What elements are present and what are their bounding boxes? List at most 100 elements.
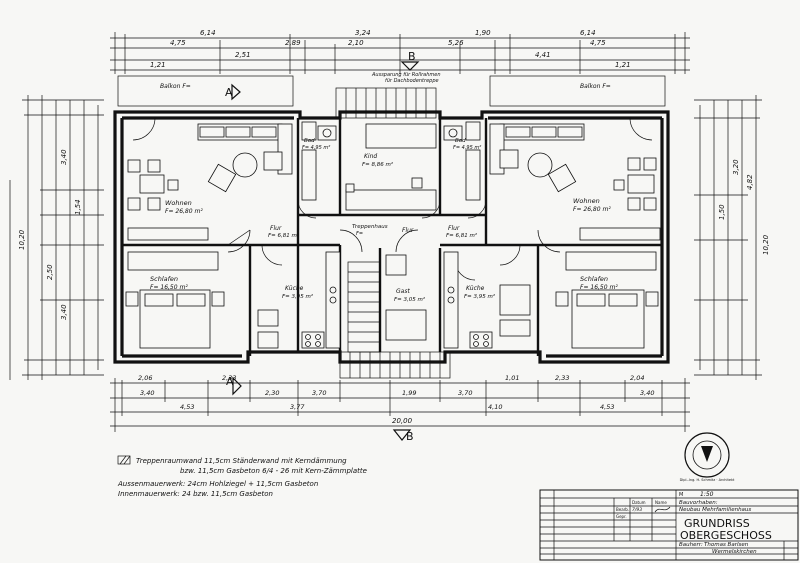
- door-swings: [132, 117, 653, 281]
- stair-top-note1: Aussparung für Rollrahmen: [371, 72, 440, 78]
- dim-top-row2-b: 2,89: [285, 39, 301, 47]
- dim-left-d: 2,50: [46, 264, 54, 280]
- room-wohnen-right-area: F= 26,80 m²: [573, 206, 611, 213]
- dim-bot-row2-d: 1,99: [402, 389, 416, 397]
- balcony-right-label: Balkon F=: [580, 83, 611, 90]
- room-kueche-right-name: Küche: [466, 285, 485, 292]
- dim-bot-row3-d: 4,53: [600, 403, 614, 411]
- section-a-top: A: [225, 86, 233, 99]
- section-a-bottom: A: [226, 375, 234, 388]
- right-dimension-chains: 3,20 4,82 1,50 10,20: [694, 95, 770, 380]
- dim-left-total: 10,20: [18, 229, 26, 250]
- bottom-dimension-chains: 2,06 2,33 1,01 2,33 2,04 3,40 2,30 3,70 …: [110, 374, 690, 432]
- dim-bot-row1-a: 2,06: [138, 374, 152, 382]
- construction-notes: Treppenraumwand 11,5cm Ständerwand mit K…: [117, 455, 367, 498]
- room-kueche-right-area: F= 3,95 m²: [464, 293, 496, 300]
- room-schlafen-right-name: Schlafen: [580, 275, 608, 283]
- room-kueche-left-area: F= 3,95 m²: [282, 293, 314, 300]
- room-labels: Wohnen F= 26,80 m² Wohnen F= 26,80 m² Sc…: [150, 138, 618, 303]
- dim-bot-row3-b: 3,77: [290, 403, 305, 411]
- note-line2: bzw. 11,5cm Gasbeton 6/4 - 26 mit Kern-Z…: [180, 467, 367, 475]
- wall-unit-left: [127, 227, 209, 241]
- outer-walls: [113, 110, 670, 364]
- dim-bot-row1-c: 1,01: [505, 374, 519, 382]
- dim-top-row3-d: 1,21: [615, 61, 631, 69]
- dim-top-row3-b: 2,51: [235, 51, 251, 59]
- dim-top-mid1: 3,24: [355, 29, 371, 37]
- scale-label: M: [679, 492, 683, 498]
- balcony-right: [489, 75, 666, 107]
- dim-bot-row3-a: 4,53: [180, 403, 194, 411]
- room-kind-name: Kind: [364, 153, 377, 160]
- title-line2: OBERGESCHOSS: [680, 529, 772, 542]
- room-flur-left-name: Flur: [270, 225, 282, 232]
- room-wohnen-right-name: Wohnen: [573, 197, 600, 205]
- furniture-left: [125, 121, 341, 349]
- dim-top-mid2: 1,90: [475, 29, 491, 37]
- room-flur-right-area: F= 6,81 m²: [446, 232, 478, 239]
- dim-right-b: 4,82: [746, 174, 754, 190]
- signature-mark: [654, 506, 671, 513]
- coffee-table-left: [232, 152, 258, 178]
- table-header-name: Name: [655, 500, 667, 505]
- note-line4: Innenmauerwerk: 24 bzw. 11,5cm Gasbeton: [118, 490, 273, 498]
- section-b-bottom: B: [406, 430, 414, 443]
- dining-table-left: [139, 174, 165, 194]
- dim-left-a: 3,40: [60, 149, 68, 165]
- balcony-left: [117, 75, 294, 107]
- room-gast-area: F= 3,05 m²: [394, 296, 426, 303]
- desk-kind: [365, 123, 437, 149]
- room-bad-right-area: F= 4,95 m²: [453, 145, 481, 151]
- room-schlafen-left-area: F= 16,50 m²: [150, 284, 188, 291]
- section-a-bottom-arrow: [232, 376, 242, 396]
- top-dimension-chains: 6,14 3,24 1,90 6,14 4,75 2,89 2,10 5,26 …: [110, 29, 690, 74]
- room-schlafen-right-area: F= 16,50 m²: [580, 284, 618, 291]
- project-label: Bauvorhaben:: [679, 500, 718, 506]
- balconies: Balkon F= Balkon F=: [117, 75, 666, 107]
- bathtub-left: [301, 149, 317, 201]
- dim-top-row2-e: 4,75: [590, 39, 606, 47]
- room-treppenhaus-name: Treppenhaus: [352, 224, 388, 230]
- room-treppenhaus-area: F=: [356, 231, 363, 237]
- section-b-top-arrow: [400, 61, 420, 71]
- title-block: M 1:50 Bauvorhaben: Neubau Mehrfamilienh…: [539, 489, 799, 561]
- gast-bed: [385, 309, 427, 341]
- dim-bot-row2-e: 3,70: [458, 389, 472, 397]
- hatch-legend-box: [117, 455, 131, 465]
- dim-bot-row2-b: 2,30: [265, 389, 279, 397]
- dim-bot-row1-d: 2,33: [555, 374, 569, 382]
- room-wohnen-left-name: Wohnen: [165, 199, 192, 207]
- dining-table-right: [627, 174, 655, 194]
- dim-top-row3-a: 1,21: [150, 61, 166, 69]
- room-schlafen-left-name: Schlafen: [150, 275, 178, 283]
- dim-top-row2-a: 4,75: [170, 39, 186, 47]
- table-date-value: 7/93: [632, 507, 642, 513]
- dim-bot-row1-b: 2,33: [222, 374, 236, 382]
- furniture-center: [345, 123, 437, 341]
- room-kueche-left-name: Küche: [285, 285, 304, 292]
- location-value: Wermelskirchen: [712, 549, 757, 555]
- owner-value: Thomas Barlsen: [704, 542, 749, 548]
- stamp-text: Dipl.-Ing. H. Schmitz · Architekt: [680, 478, 735, 482]
- staircase: Aussparung für Rollrahmen für Dachbodent…: [335, 72, 451, 379]
- table-row-bearb: Bearb.: [616, 507, 629, 512]
- note-line3: Aussenmauerwerk: 24cm Hohlziegel + 11,5c…: [117, 480, 318, 488]
- room-kind-area: F= 8,86 m²: [362, 161, 394, 168]
- room-gast-name: Gast: [396, 288, 410, 295]
- dim-left-c: 1,54: [74, 199, 82, 215]
- room-bad-left-area: F= 4,95 m²: [302, 145, 330, 151]
- project-value: Neubau Mehrfamilienhaus: [679, 507, 751, 513]
- room-flur-right-name: Flur: [448, 225, 460, 232]
- stair-top-note2: für Dachbodentreppe: [385, 78, 439, 84]
- dim-bot-row3-c: 4,10: [488, 403, 502, 411]
- table-header-date: Datum: [632, 500, 646, 505]
- room-bad-left-name: Bad: [304, 138, 315, 144]
- room-bad-right-name: Bad: [455, 138, 466, 144]
- dim-top-right-total: 6,14: [580, 29, 596, 37]
- dim-right-a: 3,20: [732, 159, 740, 175]
- room-wohnen-left-area: F= 26,80 m²: [165, 208, 203, 215]
- section-b-bottom-arrow: [392, 429, 412, 441]
- section-b-top: B: [408, 50, 416, 63]
- architect-stamp: Dipl.-Ing. H. Schmitz · Architekt: [680, 432, 735, 482]
